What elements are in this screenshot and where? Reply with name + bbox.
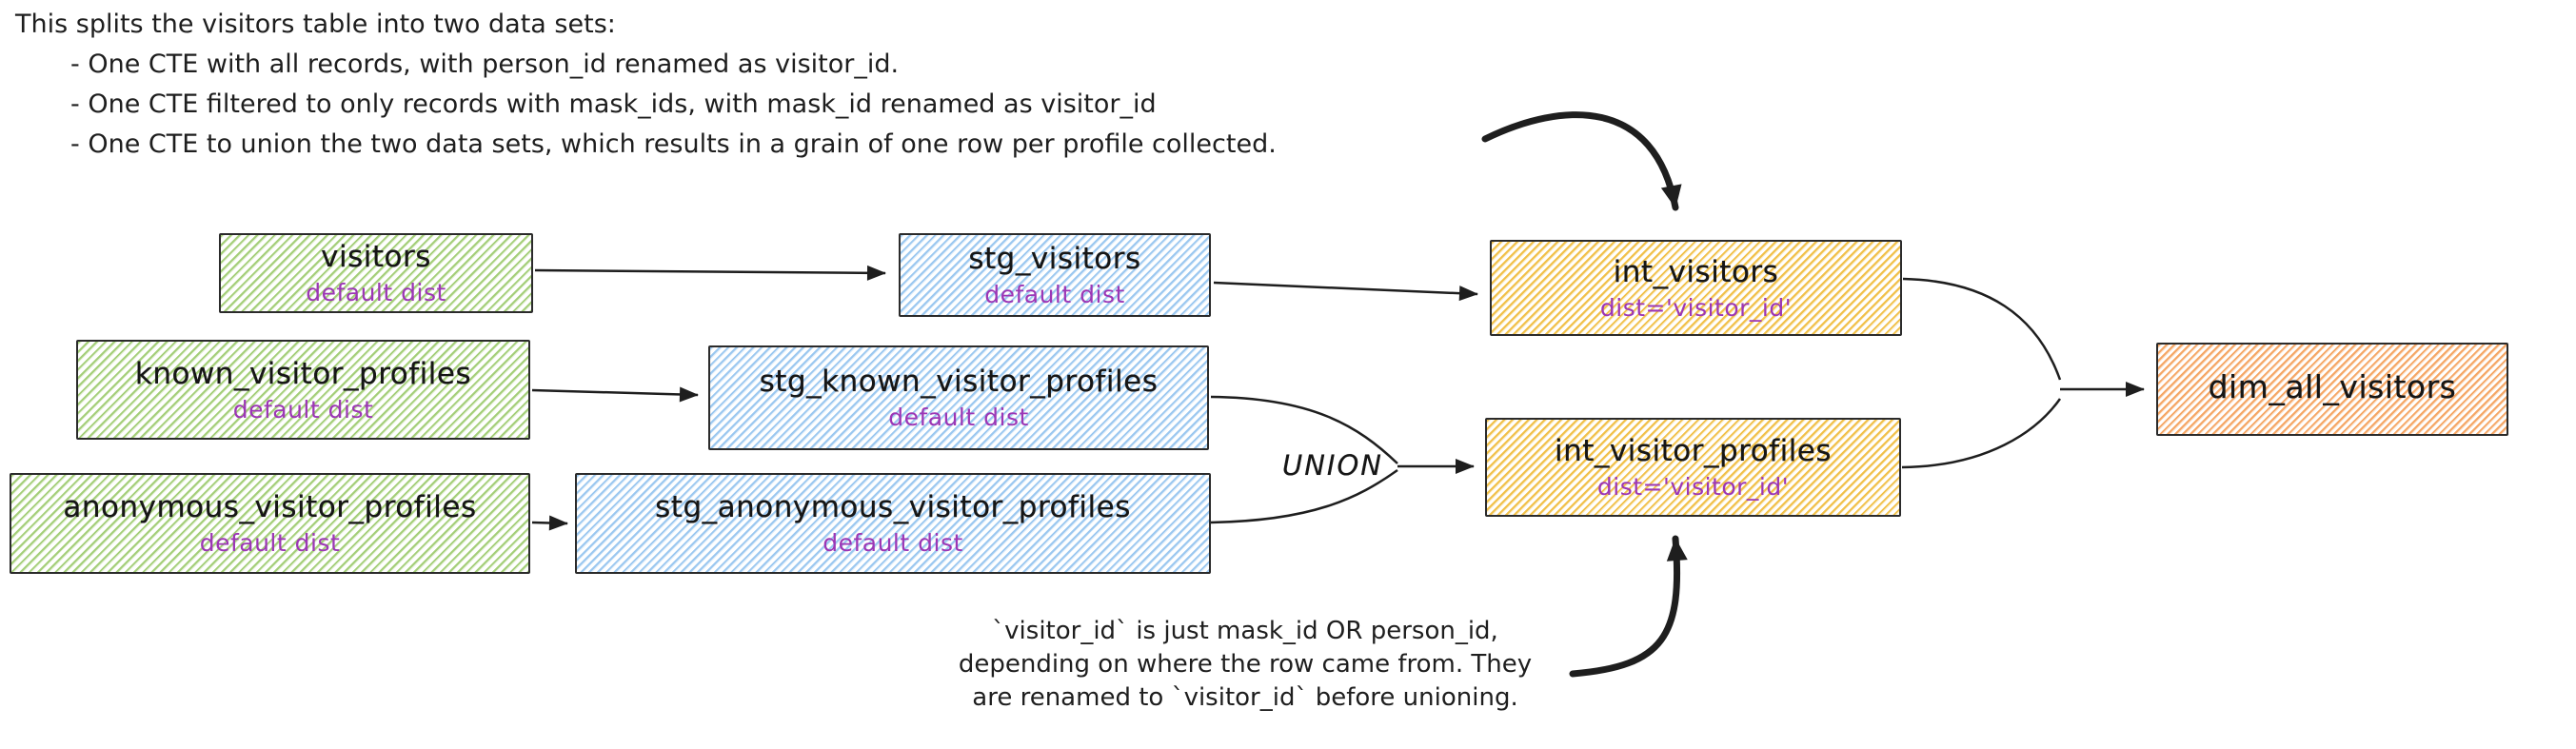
node-dist-style: default dist bbox=[306, 279, 446, 306]
curve-int-visitors-to-merge bbox=[1902, 277, 2062, 381]
node-dist-style: default dist bbox=[888, 404, 1029, 431]
node-int-visitor-profiles[interactable]: int_visitor_profiles dist='visitor_id' bbox=[1485, 418, 1901, 517]
node-dist-style: dist='visitor_id' bbox=[1596, 473, 1790, 501]
node-stg-visitors[interactable]: stg_visitors default dist bbox=[899, 233, 1211, 317]
node-stg-anonymous-visitor-profiles[interactable]: stg_anonymous_visitor_profiles default d… bbox=[575, 473, 1211, 574]
note-top-line: - One CTE filtered to only records with … bbox=[70, 89, 1157, 119]
node-stg-known-visitor-profiles[interactable]: stg_known_visitor_profiles default dist bbox=[708, 345, 1209, 450]
node-title: anonymous_visitor_profiles bbox=[63, 490, 477, 524]
annotation-arrow-bottom-note-to-int-visitor-profiles bbox=[1569, 535, 1688, 678]
node-dist-style: default dist bbox=[822, 529, 963, 557]
node-dist-style: default dist bbox=[199, 529, 341, 557]
note-top: This splits the visitors table into two … bbox=[15, 5, 1277, 165]
node-known-visitor-profiles[interactable]: known_visitor_profiles default dist bbox=[76, 340, 530, 440]
arrow-visitors-to-stg-visitors bbox=[534, 265, 886, 281]
annotation-arrow-top-note-to-int-visitors bbox=[1481, 111, 1682, 211]
note-bottom-line: depending on where the row came from. Th… bbox=[958, 650, 1533, 679]
note-top-line: - One CTE to union the two data sets, wh… bbox=[70, 129, 1277, 159]
node-visitors[interactable]: visitors default dist bbox=[219, 233, 533, 313]
arrow-known-to-stg-known bbox=[531, 386, 699, 403]
note-bottom: `visitor_id` is just mask_id OR person_i… bbox=[906, 615, 1584, 715]
arrow-stg-visitors-to-int-visitors bbox=[1213, 281, 1478, 302]
node-title: known_visitor_profiles bbox=[134, 356, 472, 391]
note-top-line: This splits the visitors table into two … bbox=[15, 10, 616, 39]
node-title: dim_all_visitors bbox=[2208, 368, 2457, 405]
node-title: stg_visitors bbox=[968, 242, 1141, 276]
curve-int-visitor-profiles-to-merge bbox=[1901, 398, 2062, 469]
node-title: stg_anonymous_visitor_profiles bbox=[655, 490, 1131, 524]
note-top-line: - One CTE with all records, with person_… bbox=[70, 49, 900, 79]
node-title: int_visitors bbox=[1613, 254, 1779, 289]
note-bottom-line: `visitor_id` is just mask_id OR person_i… bbox=[992, 617, 1498, 645]
node-int-visitors[interactable]: int_visitors dist='visitor_id' bbox=[1490, 240, 1902, 336]
node-title: int_visitor_profiles bbox=[1554, 434, 1833, 468]
union-operation-label: UNION bbox=[1282, 449, 1383, 482]
note-bottom-line: are renamed to `visitor_id` before union… bbox=[972, 683, 1518, 712]
arrow-anonymous-to-stg-anonymous bbox=[531, 515, 568, 531]
node-dist-style: default dist bbox=[232, 395, 374, 424]
node-anonymous-visitor-profiles[interactable]: anonymous_visitor_profiles default dist bbox=[10, 473, 530, 574]
node-dist-style: dist='visitor_id' bbox=[1599, 293, 1793, 322]
node-title: visitors bbox=[321, 240, 431, 274]
node-dim-all-visitors[interactable]: dim_all_visitors bbox=[2156, 343, 2508, 436]
node-dist-style: default dist bbox=[984, 281, 1125, 308]
node-title: stg_known_visitor_profiles bbox=[759, 365, 1159, 399]
